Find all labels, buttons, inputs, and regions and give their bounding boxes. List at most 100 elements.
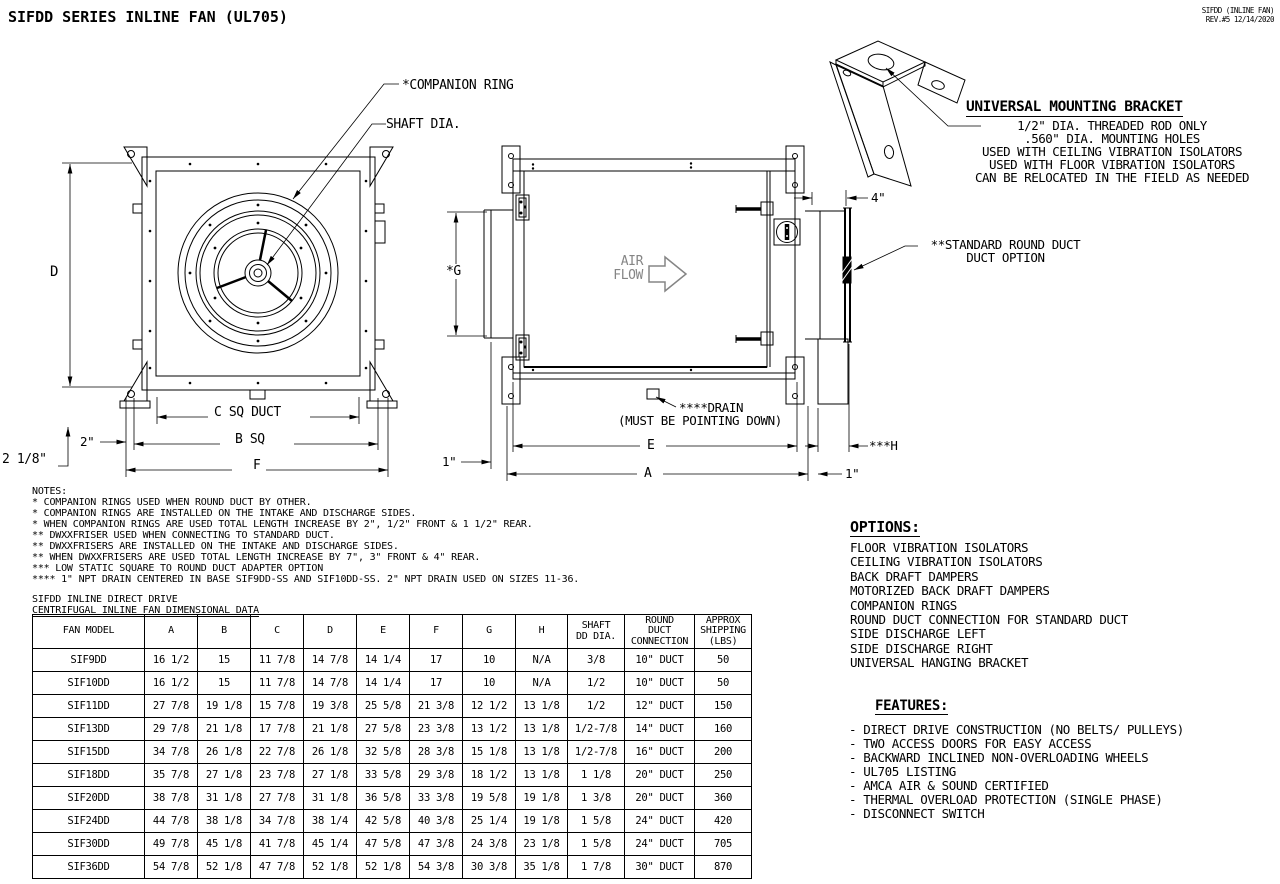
table-cell: 20" DUCT [624, 786, 695, 810]
table-cell: 1 5/8 [567, 809, 625, 833]
table-cell: 17 7/8 [250, 717, 304, 741]
fan-inlet-rings [177, 192, 339, 354]
drain-label: ****DRAIN [679, 400, 744, 415]
note-line: ** DWXXFRISERS ARE INSTALLED ON THE INTA… [32, 541, 399, 552]
table-cell: 1 7/8 [567, 855, 625, 879]
feature-item: - THERMAL OVERLOAD PROTECTION (SINGLE PH… [849, 792, 1163, 807]
table-cell: SIF30DD [32, 832, 145, 856]
table-cell: 42 5/8 [356, 809, 410, 833]
dim-e-label: E [647, 438, 655, 453]
corner-gusset [123, 146, 148, 188]
bracket-wing [917, 61, 966, 104]
front-view-drawing [119, 146, 398, 409]
mounting-foot [366, 400, 398, 409]
table-cell: 1/2-7/8 [567, 717, 625, 741]
doc-ref-line2: REV.#5 12/14/2020 [1205, 15, 1275, 24]
table-cell: 44 7/8 [144, 809, 198, 833]
companion-ring-leader [292, 83, 399, 200]
table-cell: 21 1/8 [197, 717, 251, 741]
std-duct-line1: **STANDARD ROUND DUCT [930, 237, 1081, 252]
table-cell: SIF9DD [32, 648, 145, 672]
table-header-row: FAN MODEL A B C D E F G H SHAFT DD DIA. … [32, 614, 752, 649]
table-cell: 27 1/8 [303, 763, 357, 787]
feature-item: - DIRECT DRIVE CONSTRUCTION (NO BELTS/ P… [849, 722, 1184, 737]
table-cell: 45 1/4 [303, 832, 357, 856]
table-cell: 19 1/8 [197, 694, 251, 718]
dim-4in-label: 4" [871, 190, 886, 205]
door-hinge [515, 194, 530, 221]
table-cell: 13 1/8 [515, 717, 568, 741]
fan-wheel [213, 228, 303, 318]
table-cell: 14 7/8 [303, 648, 357, 672]
bracket-title: UNIVERSAL MOUNTING BRACKET [966, 99, 1183, 117]
table-cell: SIF11DD [32, 694, 145, 718]
table-cell: 14 7/8 [303, 671, 357, 695]
table-cell: 25 5/8 [356, 694, 410, 718]
table-cell: 38 1/8 [197, 809, 251, 833]
table-cell: 1/2 [567, 694, 625, 718]
side-view-drawing [483, 145, 853, 405]
table-cell: 200 [694, 740, 752, 764]
table-cell: 54 7/8 [144, 855, 198, 879]
table-cell: 35 1/8 [515, 855, 568, 879]
table-cell: 16" DUCT [624, 740, 695, 764]
table-cell: 11 7/8 [250, 671, 304, 695]
shaft-dia-leader [266, 123, 386, 266]
note-line: *** LOW STATIC SQUARE TO ROUND DUCT ADAP… [32, 563, 324, 574]
dim-2in-label: 2" [80, 434, 95, 449]
table-cell: 1 1/8 [567, 763, 625, 787]
mounting-foot [119, 400, 151, 409]
drain-leader [655, 396, 677, 408]
table-cell: 28 3/8 [409, 740, 463, 764]
bracket-note-line: USED WITH FLOOR VIBRATION ISOLATORS [989, 157, 1235, 172]
col-header-c: C [250, 614, 304, 649]
table-cell: 27 1/8 [197, 763, 251, 787]
bracket-note-line: CAN BE RELOCATED IN THE FIELD AS NEEDED [975, 170, 1250, 185]
table-cell: 50 [694, 671, 752, 695]
table-cell: 31 1/8 [197, 786, 251, 810]
table-cell: 47 5/8 [356, 832, 410, 856]
dim-2-18-label: 2 1/8" [2, 452, 47, 467]
feature-item: - UL705 LISTING [849, 764, 956, 779]
table-cell: SIF18DD [32, 763, 145, 787]
table-cell: 19 5/8 [462, 786, 516, 810]
table-cell: 3/8 [567, 648, 625, 672]
table-cell: 11 7/8 [250, 648, 304, 672]
door-latch [735, 331, 774, 346]
note-line: ** DWXXFRISER USED WHEN CONNECTING TO ST… [32, 530, 335, 541]
std-duct-line2: DUCT OPTION [966, 250, 1045, 265]
table-cell: 27 5/8 [356, 717, 410, 741]
table-cell: 49 7/8 [144, 832, 198, 856]
companion-ring-label: *COMPANION RING [402, 78, 514, 93]
table-cell: 22 7/8 [250, 740, 304, 764]
table-cell: 29 3/8 [409, 763, 463, 787]
table-cell: 14" DUCT [624, 717, 695, 741]
table-cell: 13 1/8 [515, 763, 568, 787]
col-header-d: D [303, 614, 357, 649]
col-header-b: B [197, 614, 251, 649]
table-cell: 50 [694, 648, 752, 672]
option-item: CEILING VIBRATION ISOLATORS [850, 554, 1043, 570]
table-cell: 420 [694, 809, 752, 833]
rivet-dots [531, 162, 693, 372]
side-handle [374, 220, 386, 244]
table-cell: 21 1/8 [303, 717, 357, 741]
intake-companion-ring [483, 209, 513, 339]
table-cell: 54 3/8 [409, 855, 463, 879]
mounting-bracket-drawing [829, 40, 981, 187]
dim-c-label: C SQ DUCT [212, 405, 283, 420]
table-cell: 250 [694, 763, 752, 787]
round-duct-option [805, 207, 853, 405]
col-header-shipping: APPROX SHIPPING (LBS) [694, 614, 752, 649]
table-cell: 29 7/8 [144, 717, 198, 741]
notes-section: NOTES: * COMPANION RINGS USED WHEN ROUND… [32, 486, 579, 585]
table-title-line1: SIFDD INLINE DIRECT DRIVE [32, 594, 178, 605]
